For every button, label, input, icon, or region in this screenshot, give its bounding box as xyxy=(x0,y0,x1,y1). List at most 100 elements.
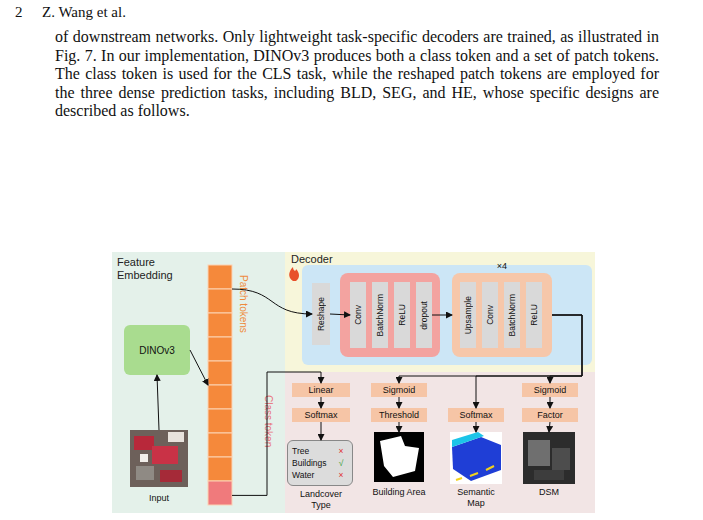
caption-text: DSM xyxy=(539,487,559,498)
dsm-bg xyxy=(523,432,575,484)
semantic-output: Semantic Map xyxy=(449,432,503,512)
layer-name: dropout xyxy=(419,301,429,330)
semantic-map xyxy=(450,432,502,484)
token-label: Patch tokens xyxy=(238,275,249,333)
embedding-panel-fill xyxy=(112,252,285,513)
layer-box: dropout xyxy=(416,282,432,348)
token-cell xyxy=(208,385,232,409)
decoder-inner-box xyxy=(302,265,592,365)
class-name: Water xyxy=(292,469,334,481)
layer-name: Reshape xyxy=(316,297,326,331)
conv-block-box xyxy=(340,273,440,357)
head-op: Sigmoid xyxy=(371,383,427,397)
token-cell xyxy=(208,409,232,433)
connector xyxy=(157,375,159,430)
layer-name: Conv xyxy=(485,305,495,325)
connector xyxy=(432,315,452,316)
panel-title: Decoder xyxy=(291,253,371,266)
layer-name: Upsample xyxy=(463,296,473,334)
connector xyxy=(190,350,208,385)
caption-text: Building Area xyxy=(372,487,425,498)
input-node: Input xyxy=(129,430,189,510)
dsm-output: DSM xyxy=(521,432,577,512)
photo-part xyxy=(140,454,148,462)
head-op: Softmax xyxy=(448,408,504,422)
photo-bg xyxy=(130,430,188,487)
backbone-box: DINOv3 xyxy=(124,325,190,375)
token-cell xyxy=(208,265,232,289)
dsm-patch xyxy=(528,440,550,466)
node-text: DINOv3 xyxy=(139,345,175,356)
photo-part xyxy=(168,432,184,442)
road-dash xyxy=(456,478,462,480)
node-text: Softmax xyxy=(304,410,337,420)
output-caption: Building Area xyxy=(372,487,426,498)
connector xyxy=(399,397,400,408)
node-text: Sigmoid xyxy=(534,385,567,395)
layer-box: BatchNorm xyxy=(372,282,388,348)
connector xyxy=(330,314,350,315)
layer-name: BatchNorm xyxy=(507,294,517,337)
layer-box: Reshape xyxy=(312,283,330,345)
connector xyxy=(476,422,477,432)
head-op: Threshold xyxy=(371,408,427,422)
class-mark: × xyxy=(334,469,348,481)
map-road xyxy=(456,466,494,480)
image-caption: Input xyxy=(129,493,189,504)
token-cells xyxy=(208,265,232,505)
repeat-count: ×4 xyxy=(452,261,552,271)
node-text: Softmax xyxy=(459,410,492,420)
output-caption: Semantic Map xyxy=(449,487,503,508)
dsm-patch xyxy=(534,470,564,480)
repeat-group: ×4UpsampleConvBatchNormReLU xyxy=(452,273,552,357)
token-cell xyxy=(208,313,232,337)
layer-box: ReLU xyxy=(526,282,542,348)
token-cell xyxy=(208,457,232,481)
connector xyxy=(321,397,322,408)
token-label: Class token xyxy=(263,395,274,447)
photo-part xyxy=(136,466,154,480)
building-mask xyxy=(374,432,424,482)
token-cell xyxy=(208,361,232,385)
connector xyxy=(550,397,551,408)
page-number: 2 xyxy=(15,3,35,21)
dsm-patch xyxy=(552,448,570,470)
node-text: Sigmoid xyxy=(383,385,416,395)
trainable-icon xyxy=(289,267,299,281)
connector xyxy=(399,422,400,432)
embedding-panel: Feature EmbeddingDINOv3Input Patch tokens… xyxy=(112,252,285,513)
layer-name: ReLU xyxy=(397,304,407,326)
token-cell xyxy=(208,337,232,361)
building-output: Building Area xyxy=(372,432,426,512)
caption-text: Semantic Map xyxy=(449,487,503,508)
node-text: Linear xyxy=(308,385,333,395)
map-bg xyxy=(450,432,502,484)
landcover-output: Tree×Buildings√Water× Landcover Type xyxy=(287,440,355,512)
caption-text: Landcover Type xyxy=(294,489,348,510)
layer-name: ReLU xyxy=(529,304,539,326)
photo-part xyxy=(160,470,182,482)
node-text: Threshold xyxy=(379,410,419,420)
running-head: Z. Wang et al. xyxy=(42,3,202,21)
body-paragraph: of downstream networks. Only lightweight… xyxy=(55,28,659,121)
connector xyxy=(321,422,322,440)
layer-box: ReLU xyxy=(394,282,410,348)
class-list-box: Tree×Buildings√Water× xyxy=(287,440,353,486)
token-cell xyxy=(208,289,232,313)
decoder-panel: DecoderReshape Conv BatchNorm ReLU dropout ×4… xyxy=(285,252,595,372)
dsm-map xyxy=(523,432,575,484)
layer-box: Conv xyxy=(482,282,498,348)
map-region xyxy=(452,432,484,447)
head-op: Factor xyxy=(522,408,578,422)
token-cell xyxy=(208,433,232,457)
output-caption: DSM xyxy=(521,487,577,498)
panel-title: Feature Embedding xyxy=(117,256,181,281)
layer-box: BatchNorm xyxy=(504,282,520,348)
class-mark: × xyxy=(334,445,348,457)
connector xyxy=(550,315,582,383)
output-caption: Landcover Type xyxy=(287,489,355,510)
class-name: Tree xyxy=(292,445,334,457)
head-op: Softmax xyxy=(292,408,350,422)
